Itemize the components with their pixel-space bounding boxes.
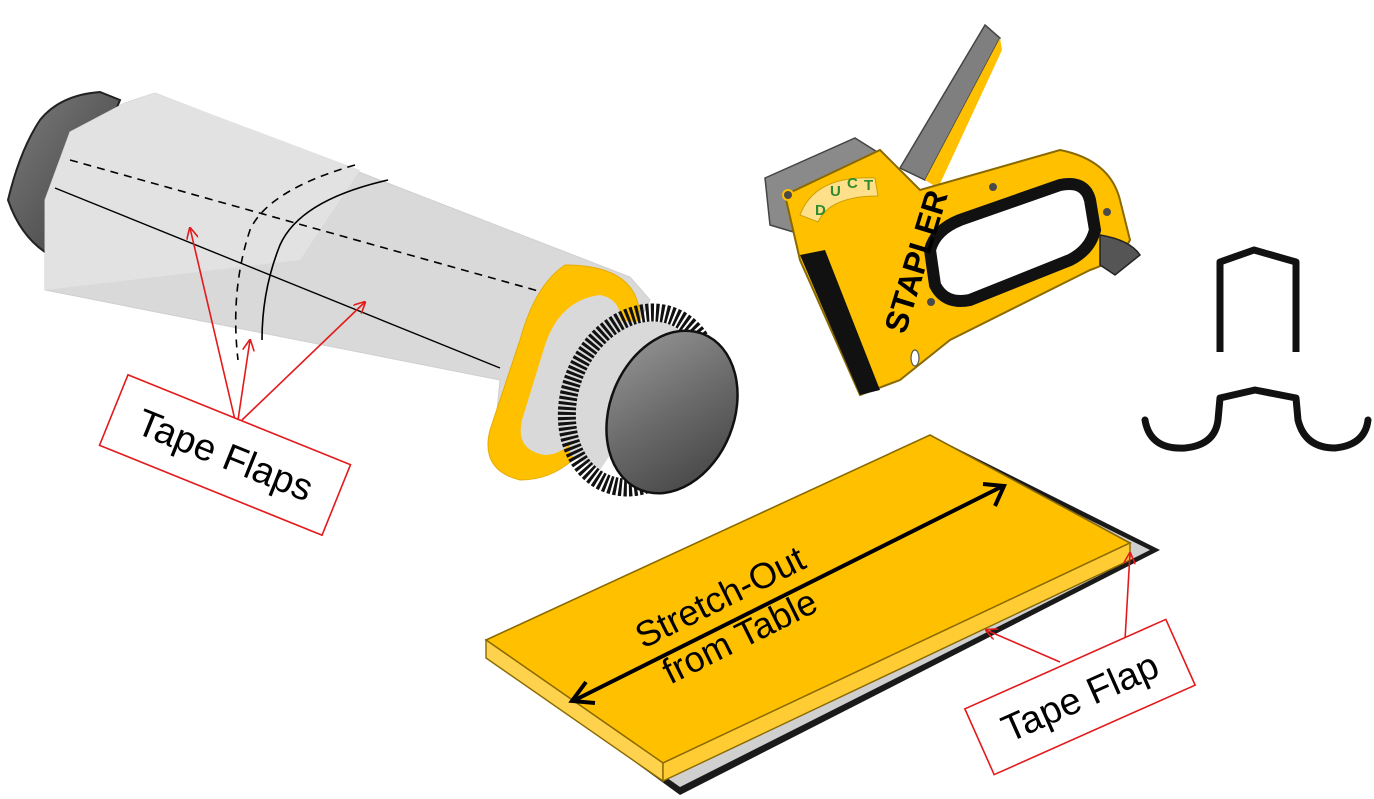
- duct-right-end-cap: [605, 329, 739, 495]
- duct-letter-c: C: [847, 175, 858, 192]
- hammer-stapler-icon: D U C T STAPLER: [764, 23, 1142, 397]
- insulated-duct-roll-icon: [6, 90, 739, 497]
- clinched-staple-icon: [1141, 386, 1372, 452]
- tape-flap-label-box: Tape Flap: [963, 618, 1197, 776]
- duct-letter-u: U: [830, 183, 841, 200]
- insulation-board-icon: [484, 434, 1160, 795]
- stapler-body: [782, 148, 1142, 397]
- stapler-duct-badge: D U C T: [799, 175, 879, 223]
- duct-letter-t: T: [864, 177, 873, 194]
- duct-letter-d: D: [815, 202, 826, 219]
- tape-flaps-label-box: Tape Flaps: [98, 373, 352, 537]
- tape-flap-seams: [54, 159, 636, 369]
- staple-icon: [1216, 246, 1300, 352]
- stapler-lever: [898, 23, 1002, 188]
